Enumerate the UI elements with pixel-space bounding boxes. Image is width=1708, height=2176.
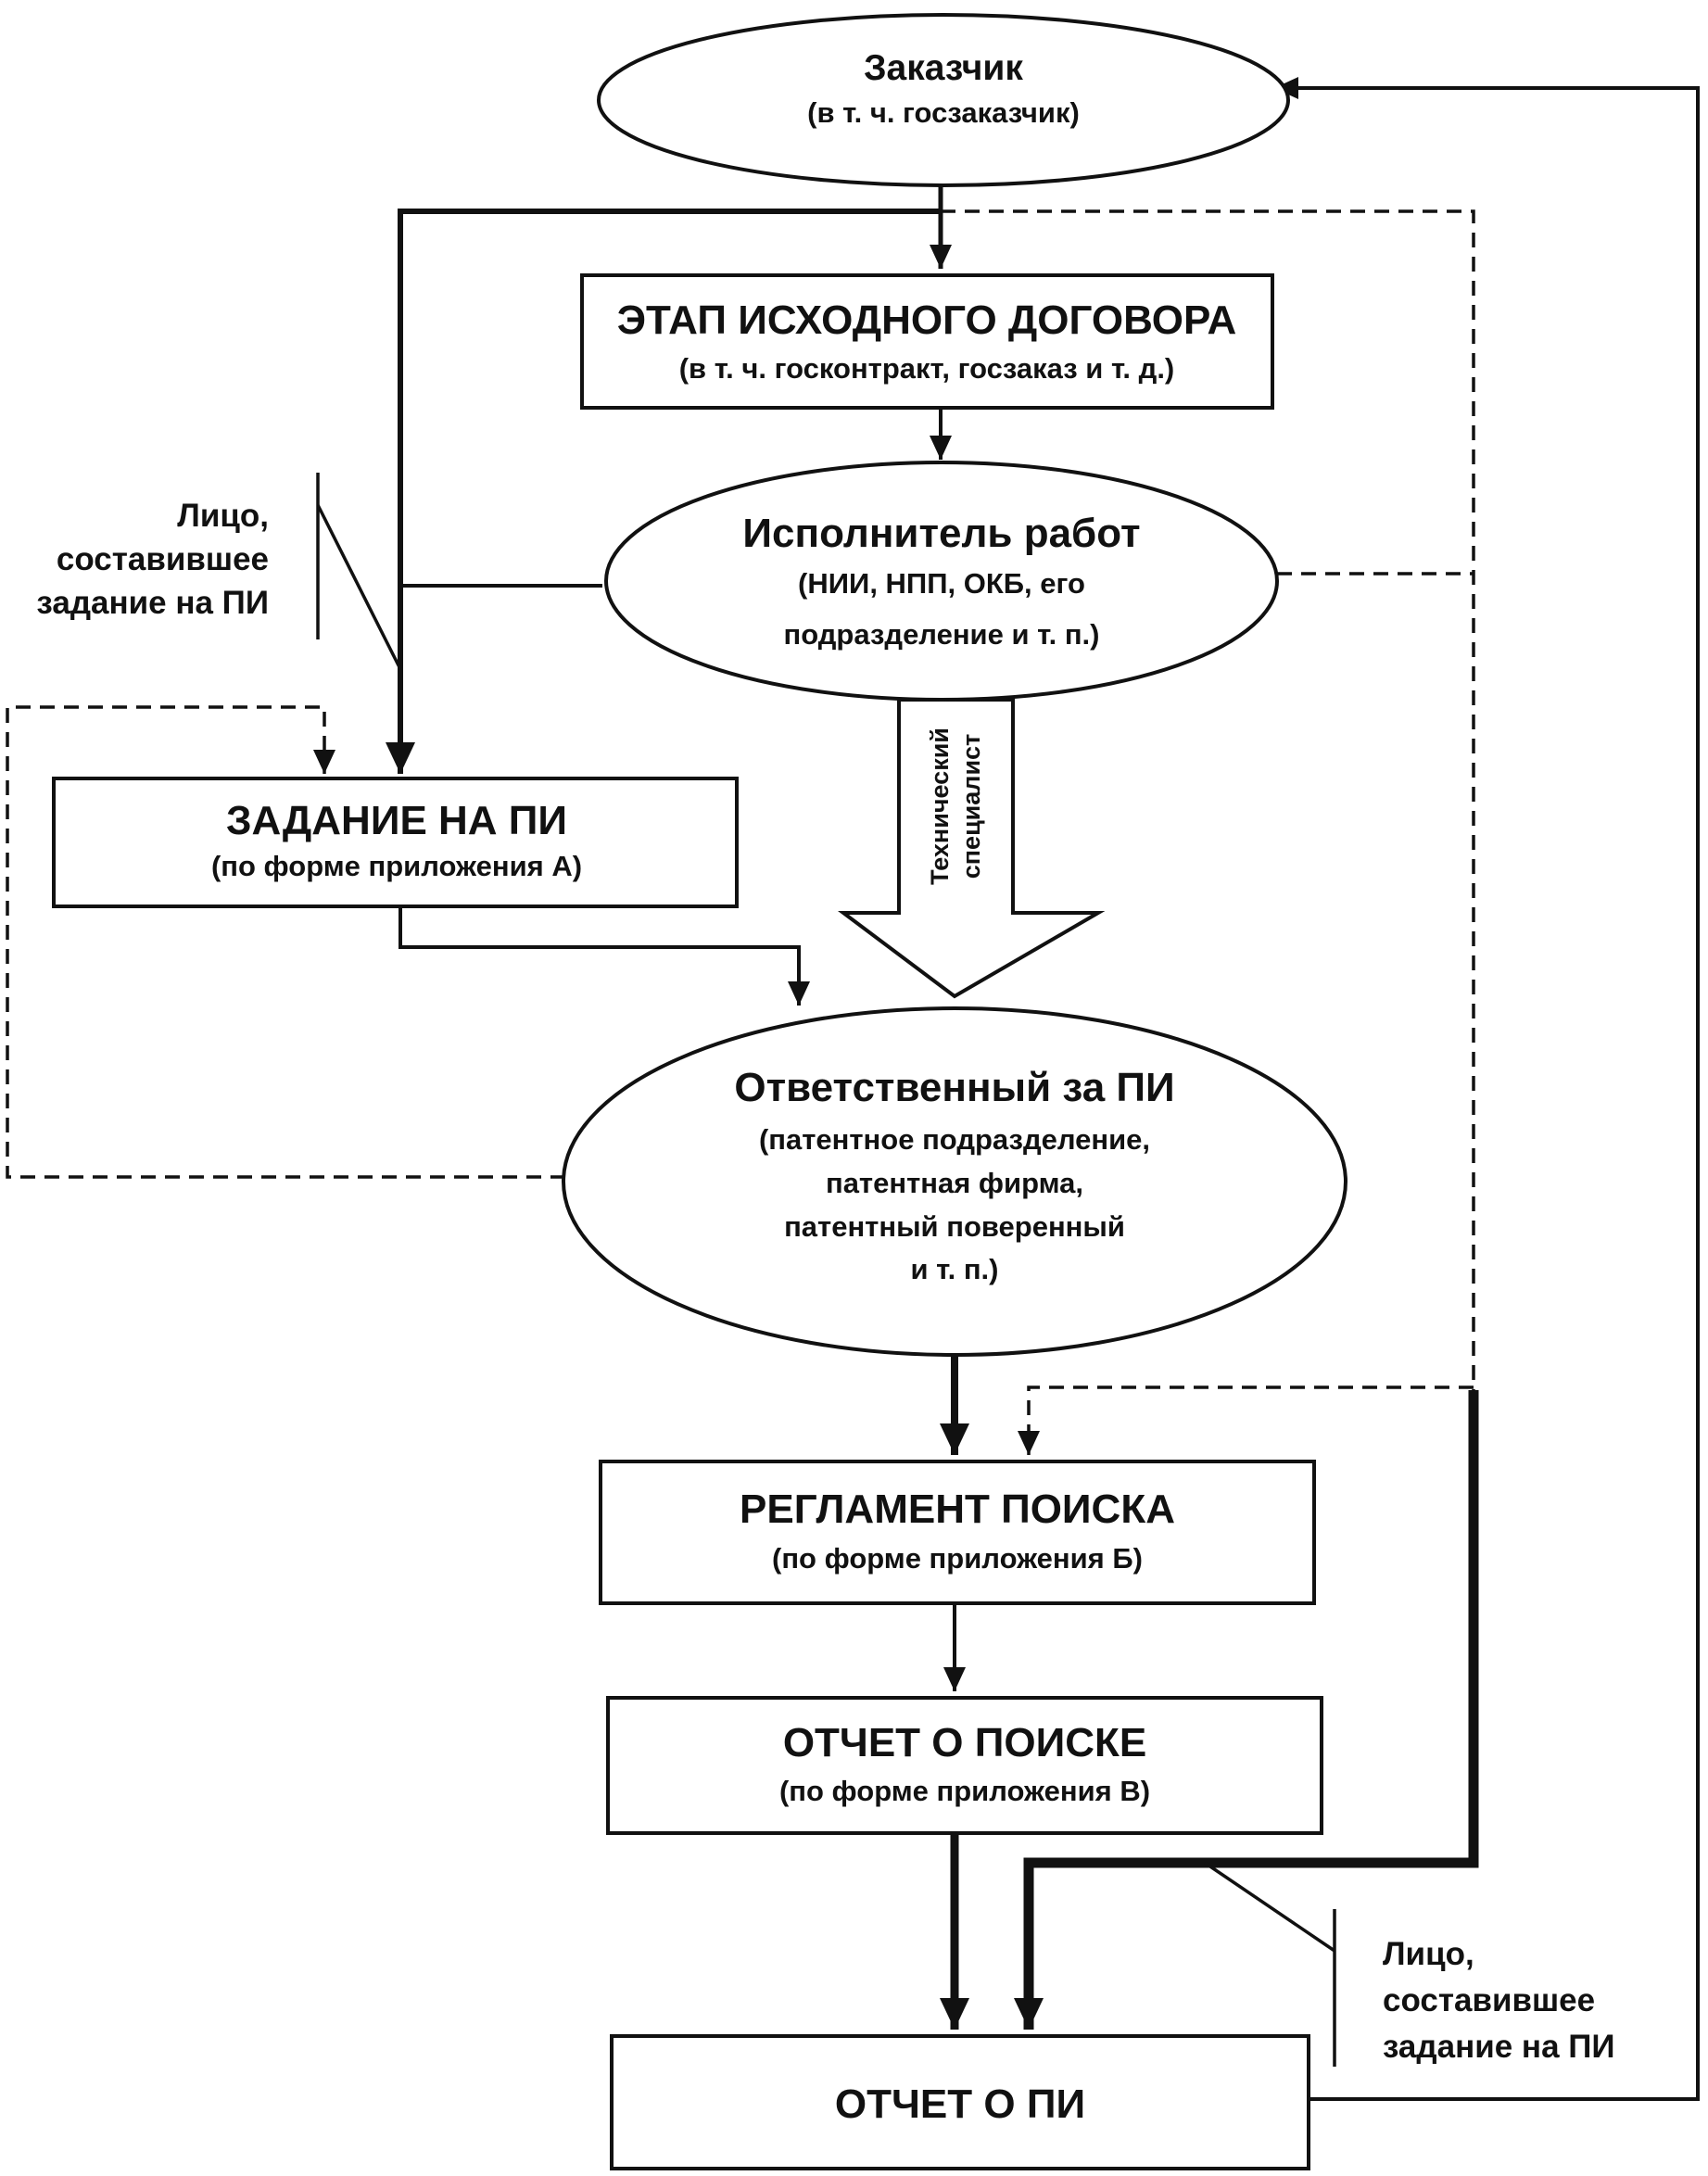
customer-subtitle: (в т. ч. госзаказчик) — [807, 96, 1080, 129]
contract-stage-node: ЭТАП ИСХОДНОГО ДОГОВОРА (в т. ч. госконт… — [580, 273, 1274, 410]
executor-line3: подразделение и т. п.) — [784, 618, 1100, 651]
author-right-line1: Лицо, — [1383, 1936, 1474, 1972]
author-note-right: Лицо, составившее задание на ПИ — [1383, 1936, 1615, 2065]
author-right-line3: задание на ПИ — [1383, 2029, 1615, 2065]
dashed-responsible-to-task — [6, 705, 565, 1179]
search-report-subtitle: (по форме приложения В) — [779, 1775, 1150, 1807]
search-report-node: ОТЧЕТ О ПОИСКЕ (по форме приложения В) — [606, 1696, 1323, 1835]
responsible-line3: патентная фирма, — [826, 1167, 1083, 1199]
author-right-line2: составившее — [1383, 1982, 1595, 2018]
customer-title: Заказчик — [864, 48, 1023, 88]
responsible-line2: (патентное подразделение, — [759, 1123, 1150, 1156]
author-left-line2: составившее — [57, 541, 269, 577]
responsible-line5: и т. п.) — [910, 1253, 998, 1285]
tech-specialist-line1: Технический — [926, 727, 954, 885]
arrow-pi-report-to-customer — [1274, 77, 1700, 2101]
author-note-left: Лицо, составившее задание на ПИ — [36, 498, 269, 621]
tech-specialist-label: Технический специалист — [926, 727, 985, 885]
search-regulation-subtitle: (по форме приложения Б) — [772, 1542, 1143, 1575]
responsible-node: Ответственный за ПИ (патентное подраздел… — [562, 1006, 1347, 1357]
executor-node: Исполнитель работ (НИИ, НПП, ОКБ, его по… — [604, 461, 1279, 702]
dashed-right-to-regulation — [1018, 1385, 1474, 1455]
tech-specialist-arrow — [838, 698, 1106, 999]
search-regulation-node: РЕГЛАМЕНТ ПОИСКА (по форме приложения Б) — [599, 1460, 1316, 1605]
contract-stage-subtitle: (в т. ч. госконтракт, госзаказ и т. д.) — [679, 352, 1175, 385]
author-left-line3: задание на ПИ — [36, 585, 269, 621]
arrow-task-to-responsible — [399, 906, 810, 1006]
author-left-line1: Лицо, — [177, 498, 269, 534]
executor-line2: (НИИ, НПП, ОКБ, его — [798, 567, 1085, 600]
search-report-title: ОТЧЕТ О ПОИСКЕ — [783, 1720, 1146, 1765]
leader-author-right-diag — [1204, 1861, 1335, 1953]
pi-task-title: ЗАДАНИЕ НА ПИ — [226, 798, 567, 843]
line-right-to-pi-report — [1014, 1390, 1479, 2030]
search-regulation-title: РЕГЛАМЕНТ ПОИСКА — [740, 1487, 1175, 1532]
responsible-title: Ответственный за ПИ — [734, 1065, 1174, 1110]
dashed-contract-to-right — [941, 209, 1475, 1390]
tech-specialist-line2: специалист — [957, 734, 985, 879]
customer-node: Заказчик (в т. ч. госзаказчик) — [597, 13, 1290, 187]
pi-report-node: ОТЧЕТ О ПИ — [610, 2034, 1310, 2170]
contract-stage-title: ЭТАП ИСХОДНОГО ДОГОВОРА — [617, 297, 1237, 343]
responsible-line4: патентный поверенный — [784, 1210, 1125, 1243]
executor-title: Исполнитель работ — [742, 511, 1140, 556]
pi-report-title: ОТЧЕТ О ПИ — [835, 2081, 1085, 2127]
pi-task-subtitle: (по форме приложения А) — [211, 850, 582, 882]
pi-task-node: ЗАДАНИЕ НА ПИ (по форме приложения А) — [52, 777, 739, 908]
leader-author-left-diag — [316, 504, 402, 670]
